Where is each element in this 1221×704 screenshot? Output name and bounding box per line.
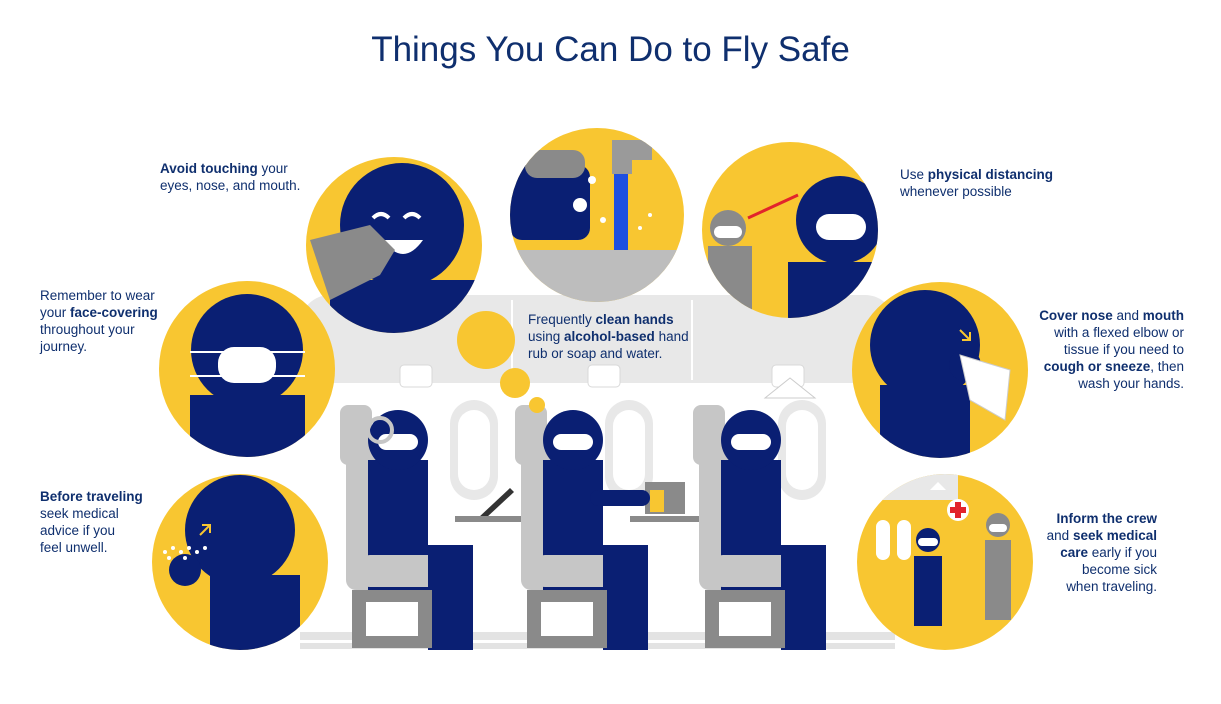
passenger-right [693, 377, 826, 650]
unwell-circle [152, 474, 328, 650]
distancing-circle [702, 142, 878, 318]
passenger-left [340, 405, 525, 650]
tip-cover-cough: Cover nose and mouth with a flexed elbow… [1039, 308, 1184, 391]
page-title: Things You Can Do to Fly Safe [371, 30, 850, 69]
tip-inform-crew: Inform the crew and seek medical care ea… [1046, 511, 1157, 594]
passenger-middle [515, 405, 700, 650]
tip-before-traveling: Before traveling seek medical advice if … [40, 489, 143, 555]
tip-physical-distancing: Use physical distancing whenever possibl… [900, 167, 1054, 199]
thought-bubbles [457, 311, 545, 413]
tip-avoid-touching: Avoid touching your eyes, nose, and mout… [160, 161, 301, 193]
touch-face-circle [306, 157, 482, 333]
clean-hands-circle [510, 128, 684, 302]
tip-clean-hands: Frequently clean hands using alcohol-bas… [528, 312, 689, 361]
cover-cough-circle [852, 282, 1028, 458]
inform-crew-circle [857, 474, 1033, 650]
tip-face-covering: Remember to wear your face-covering thro… [40, 288, 158, 354]
face-covering-circle [159, 281, 335, 457]
